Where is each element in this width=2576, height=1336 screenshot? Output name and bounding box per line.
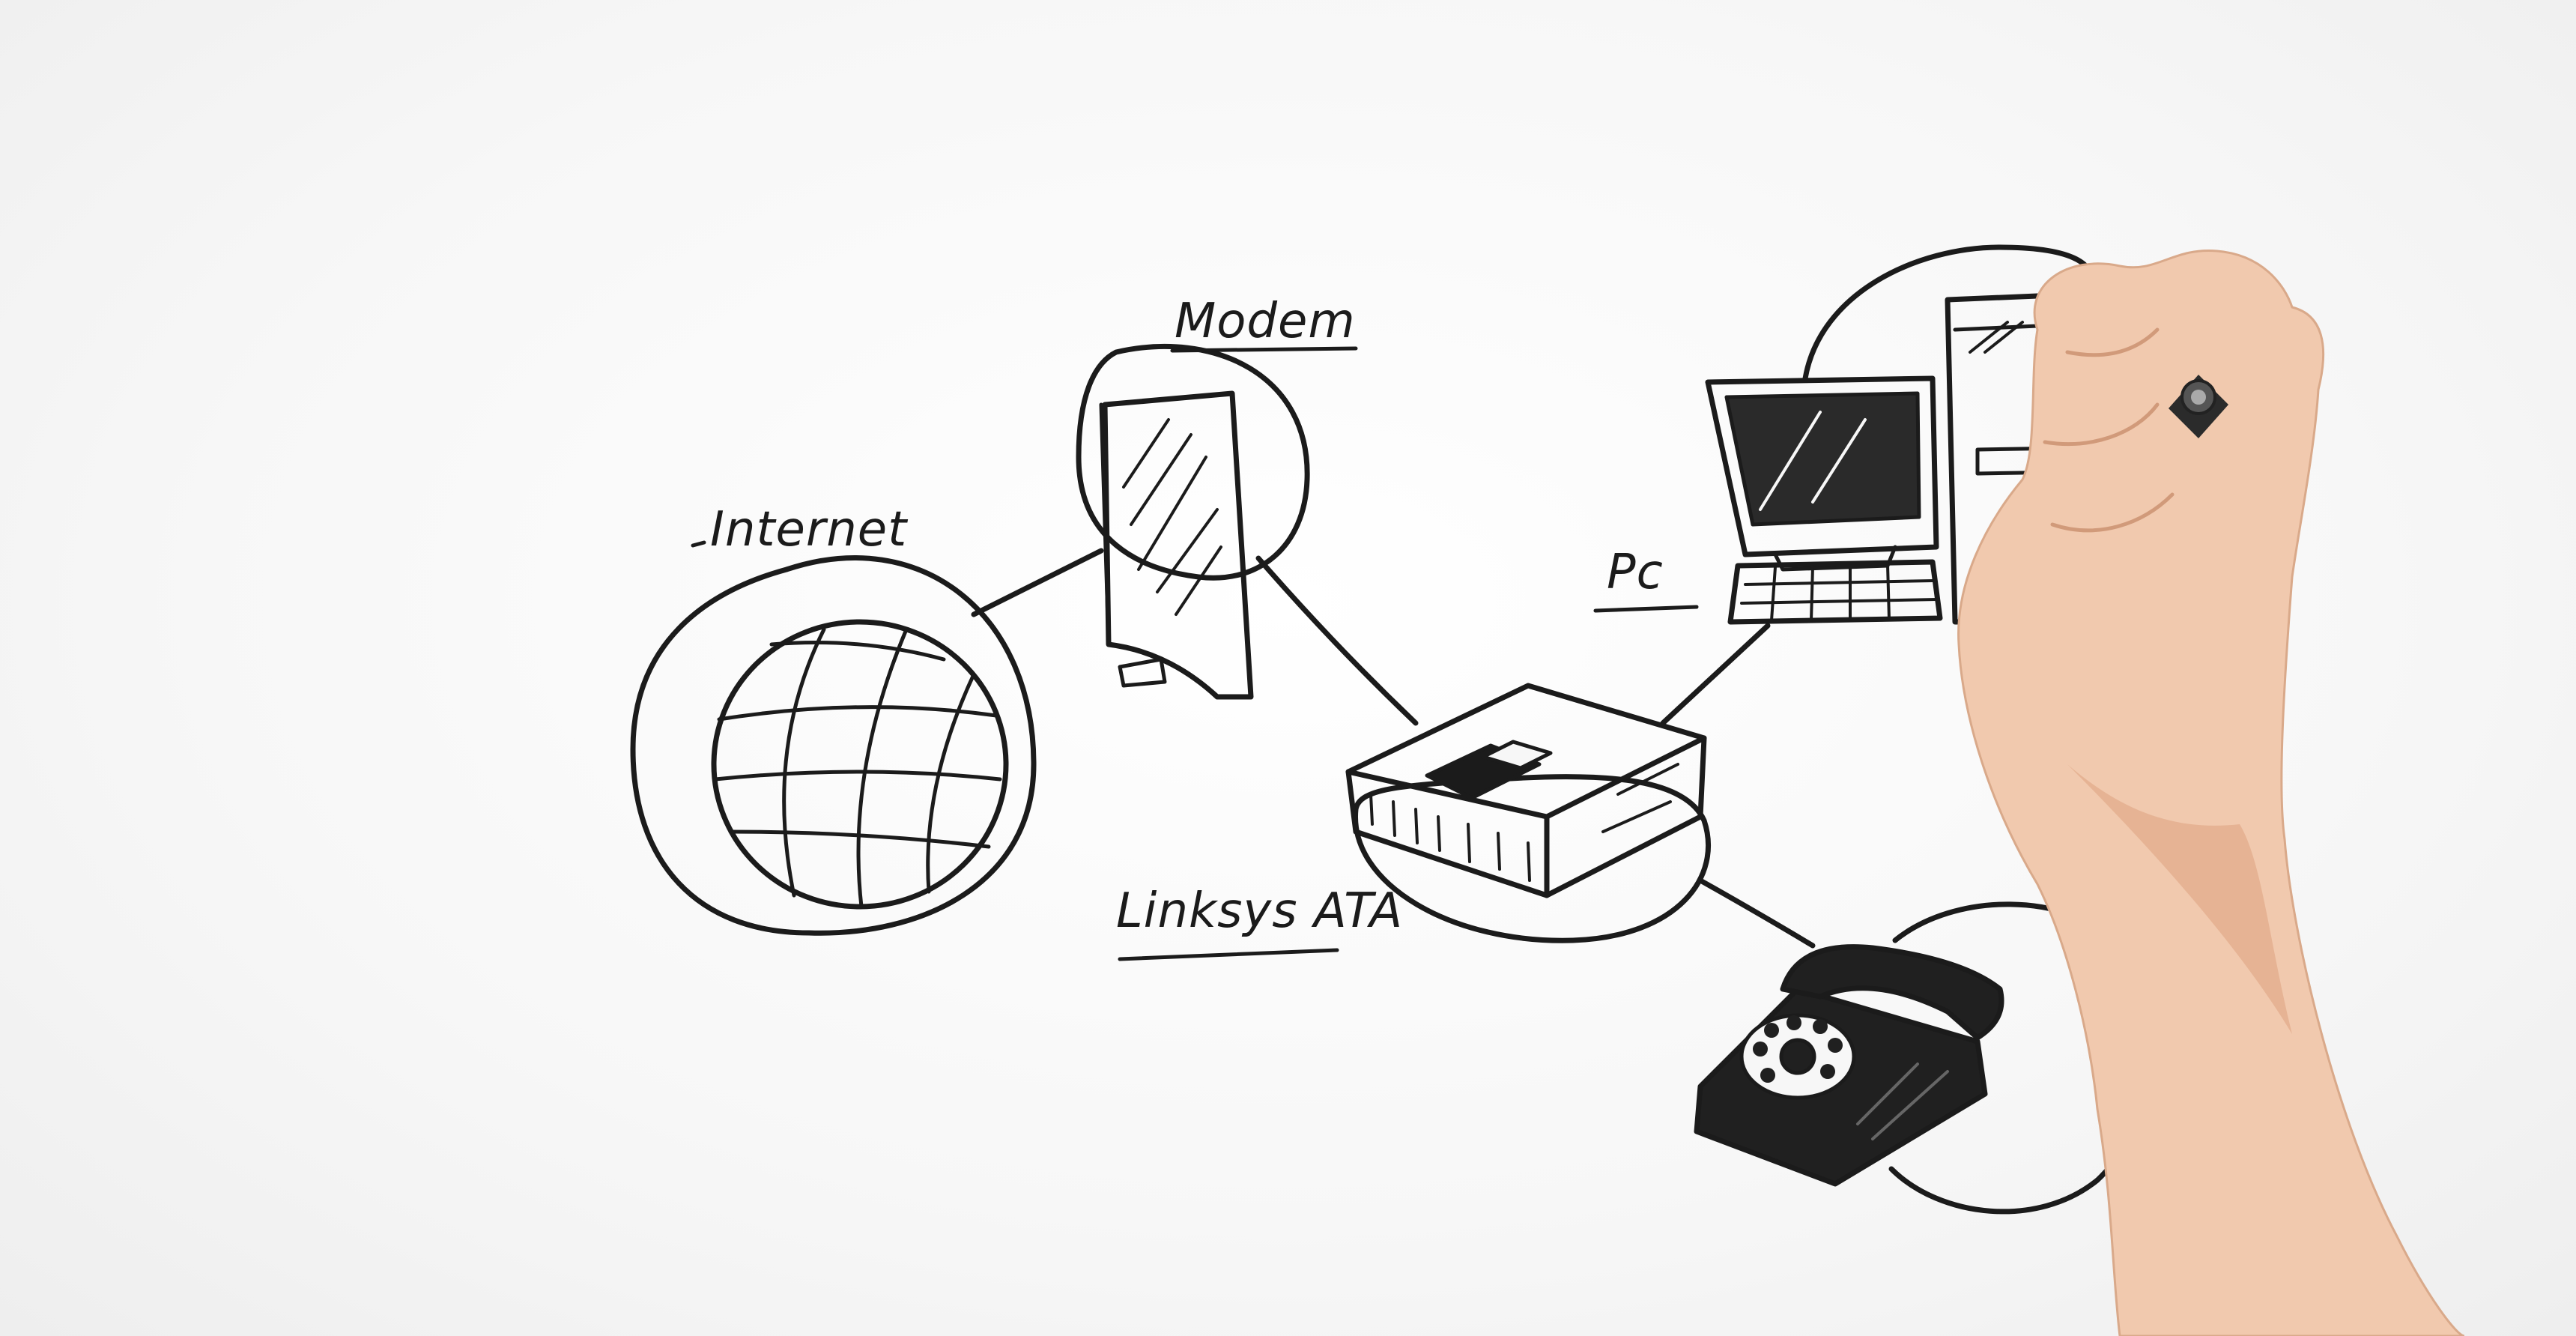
node-modem: Modem [1076,294,1358,700]
label-internet: Internet [710,502,909,557]
edge-ata-pc [1660,623,1771,726]
hand-with-marker [1957,250,2465,1336]
label-modem: Modem [1175,294,1356,349]
edge-ata-phone [1697,877,1816,949]
edge-modem-ata [1255,555,1419,726]
label-linksys-ata: Linksys ATA [1116,883,1403,939]
router-box-icon [1345,683,1707,898]
modem-icon [1099,390,1254,700]
node-internet: Internet [630,502,1037,936]
edge-internet-modem [971,548,1104,617]
marker-pen-icon [2169,375,2228,438]
label-pc: Pc [1607,545,1664,600]
rotary-telephone-icon [1694,944,2004,1187]
globe-icon [711,619,1009,910]
node-phone [1694,901,2155,1215]
node-linksys-ata: Linksys ATA [1116,683,1711,961]
